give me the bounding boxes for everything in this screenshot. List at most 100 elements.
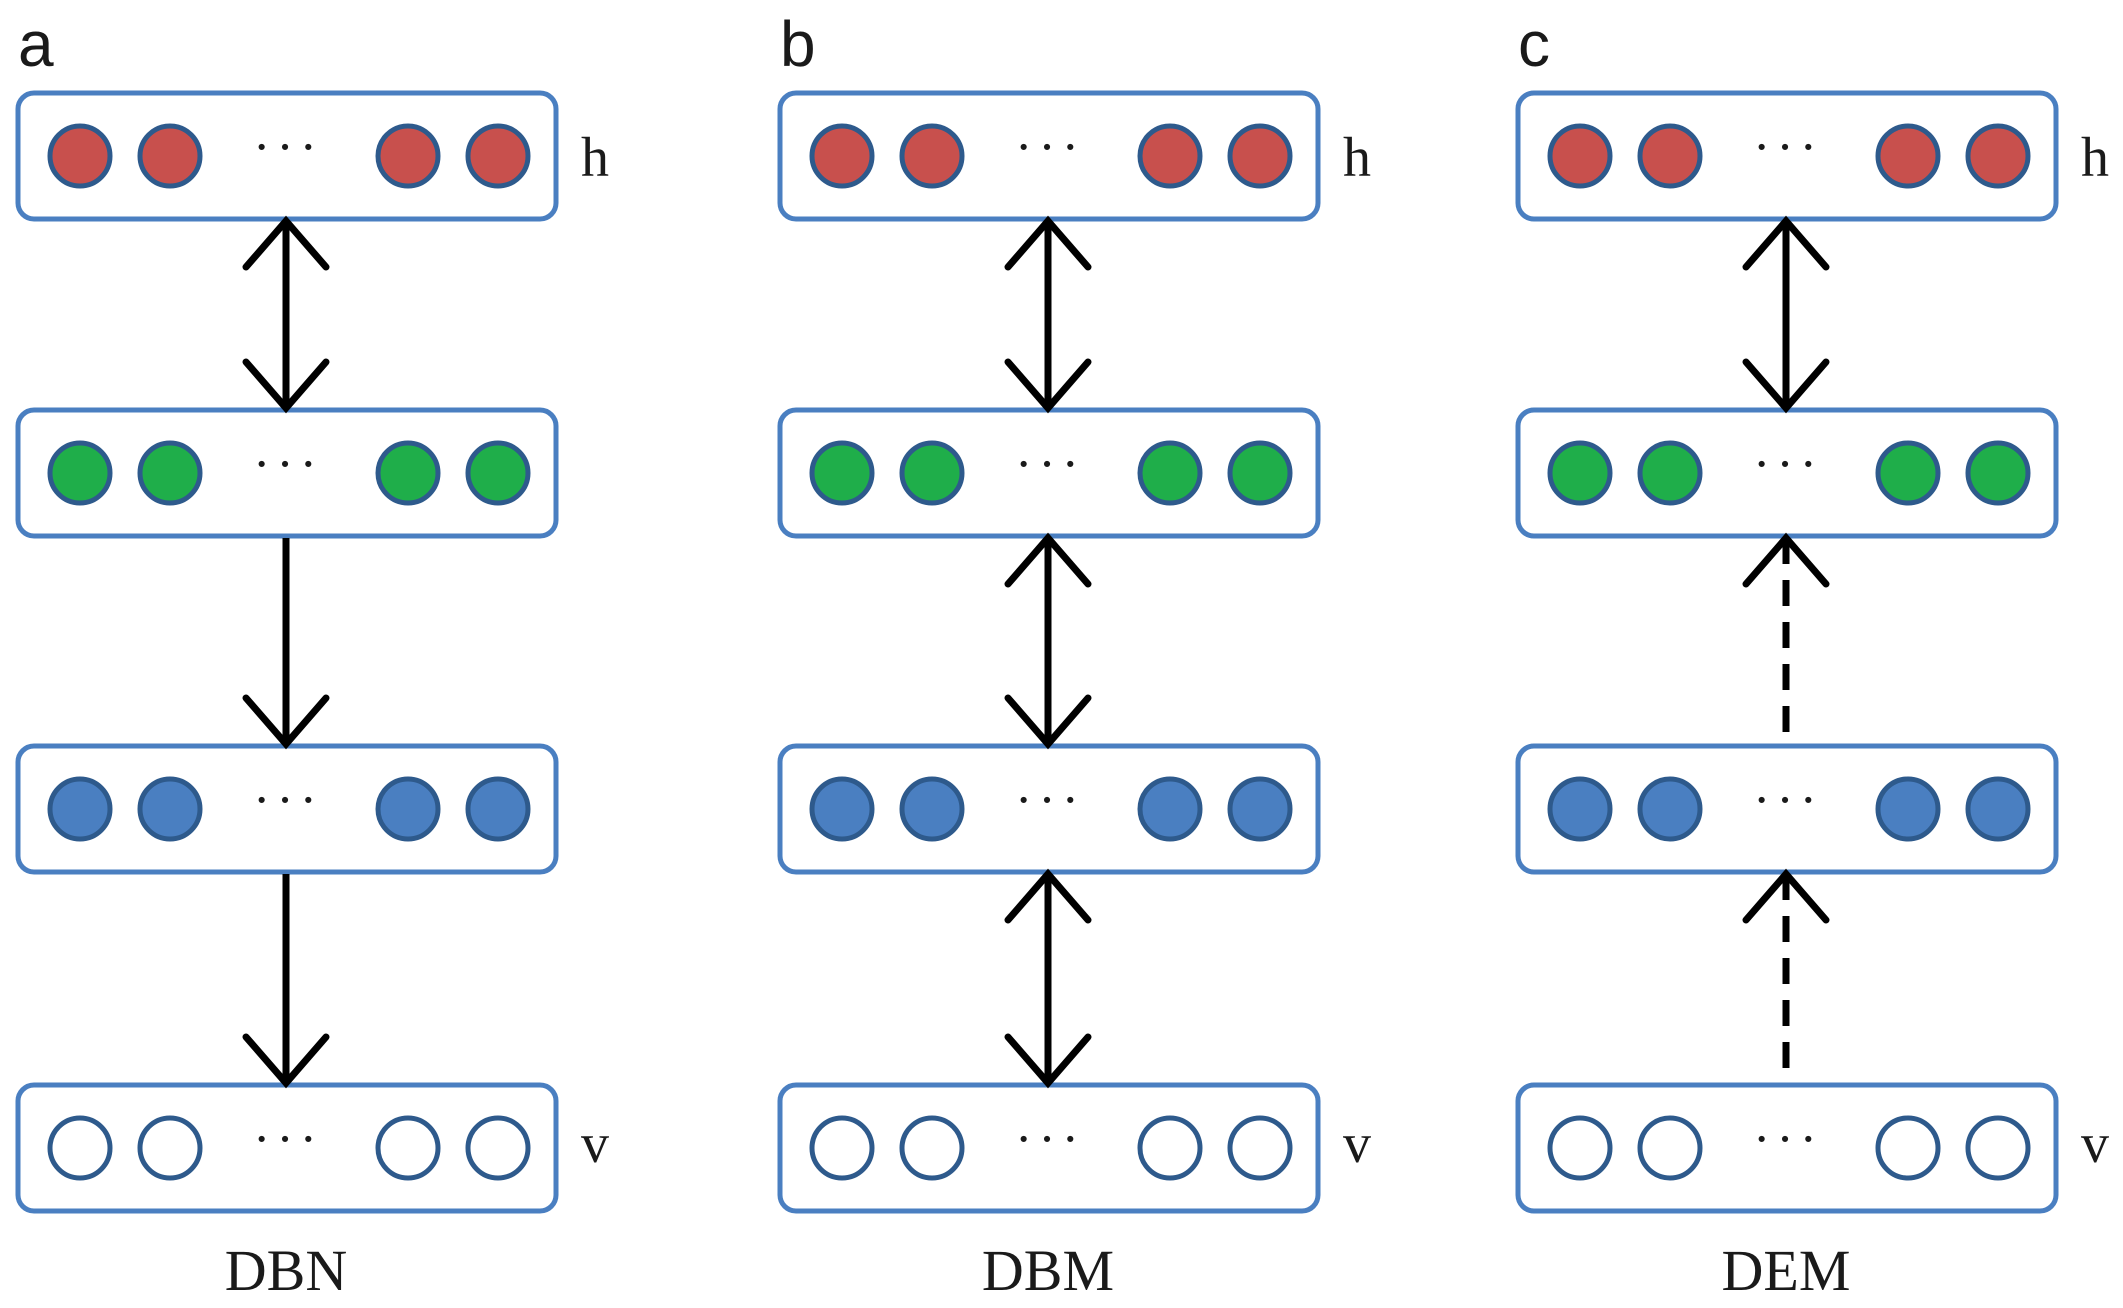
label-visible: v <box>2081 1113 2109 1175</box>
unit-node-3 <box>1137 123 1203 189</box>
hidden-layer-1: ··· <box>1515 743 2059 875</box>
unit-node-1 <box>47 440 113 506</box>
unit-node-3 <box>1875 123 1941 189</box>
unit-node-4 <box>1965 123 2031 189</box>
unit-node-2 <box>1637 776 1703 842</box>
unit-node-1 <box>809 123 875 189</box>
unit-node-2 <box>899 776 965 842</box>
ellipsis: ··· <box>253 1111 323 1168</box>
unit-node-4 <box>1965 776 2031 842</box>
unit-node-4 <box>1965 440 2031 506</box>
ellipsis: ··· <box>1753 436 1823 493</box>
unit-node-2 <box>137 440 203 506</box>
ellipsis: ··· <box>1015 436 1085 493</box>
arrow-head-down <box>242 694 330 750</box>
label-visible: v <box>581 1113 609 1175</box>
unit-node-2 <box>137 776 203 842</box>
unit-node-1 <box>1547 1115 1613 1181</box>
unit-node-1 <box>47 1115 113 1181</box>
unit-node-4 <box>1227 776 1293 842</box>
panel-letter: c <box>1518 8 1550 80</box>
unit-node-1 <box>1547 776 1613 842</box>
unit-node-2 <box>137 1115 203 1181</box>
unit-node-3 <box>1137 440 1203 506</box>
visible-layer: ··· <box>1515 1082 2059 1214</box>
unit-node-3 <box>1875 776 1941 842</box>
unit-node-4 <box>465 1115 531 1181</box>
arrow-head-up <box>1742 868 1830 924</box>
unit-node-3 <box>1875 1115 1941 1181</box>
hidden-layer-2: ··· <box>15 407 559 539</box>
arrow-head-up <box>1742 532 1830 588</box>
ellipsis: ··· <box>1753 119 1823 176</box>
unit-node-4 <box>465 776 531 842</box>
hidden-layer-top: ··· <box>1515 90 2059 222</box>
ellipsis: ··· <box>1015 119 1085 176</box>
hidden-layer-2: ··· <box>1515 407 2059 539</box>
panel-letter: b <box>780 8 816 80</box>
unit-node-4 <box>1227 123 1293 189</box>
unit-node-4 <box>465 123 531 189</box>
unit-node-1 <box>1547 123 1613 189</box>
unit-node-1 <box>47 776 113 842</box>
unit-node-2 <box>899 123 965 189</box>
connection-arrow-3 <box>242 874 330 1089</box>
unit-node-3 <box>1137 1115 1203 1181</box>
unit-node-2 <box>1637 440 1703 506</box>
visible-layer: ··· <box>15 1082 559 1214</box>
arrow-head-up <box>1742 215 1830 271</box>
arrow-head-down <box>242 1033 330 1089</box>
unit-node-3 <box>375 440 441 506</box>
visible-layer: ··· <box>777 1082 1321 1214</box>
panel-caption: DBM <box>982 1238 1114 1303</box>
ellipsis: ··· <box>1753 1111 1823 1168</box>
unit-node-3 <box>375 123 441 189</box>
panel-letter: a <box>18 8 54 80</box>
arrow-head-up <box>1004 868 1092 924</box>
unit-node-2 <box>137 123 203 189</box>
ellipsis: ··· <box>1015 1111 1085 1168</box>
connection-arrow-2 <box>1742 532 1830 744</box>
ellipsis: ··· <box>1753 772 1823 829</box>
unit-node-3 <box>375 1115 441 1181</box>
unit-node-1 <box>1547 440 1613 506</box>
connection-arrow-2 <box>242 538 330 750</box>
connection-arrow-2 <box>1004 532 1092 750</box>
unit-node-1 <box>47 123 113 189</box>
label-hidden: h <box>2081 127 2109 189</box>
arrow-head-down <box>1742 358 1830 414</box>
hidden-layer-top: ··· <box>15 90 559 222</box>
label-hidden: h <box>1343 127 1371 189</box>
arrow-head-up <box>242 215 330 271</box>
label-visible: v <box>1343 1113 1371 1175</box>
unit-node-1 <box>809 440 875 506</box>
unit-node-3 <box>1875 440 1941 506</box>
arrow-head-down <box>1004 694 1092 750</box>
hidden-layer-2: ··· <box>777 407 1321 539</box>
panel-caption: DBN <box>225 1238 347 1303</box>
arrow-head-down <box>242 358 330 414</box>
unit-node-4 <box>1227 440 1293 506</box>
arrow-head-down <box>1004 358 1092 414</box>
connection-arrow-1 <box>1004 215 1092 414</box>
unit-node-2 <box>899 440 965 506</box>
ellipsis: ··· <box>253 119 323 176</box>
connection-arrow-1 <box>1742 215 1830 414</box>
unit-node-2 <box>899 1115 965 1181</box>
connection-arrow-3 <box>1742 868 1830 1083</box>
unit-node-4 <box>465 440 531 506</box>
connection-arrow-1 <box>242 215 330 414</box>
arrow-head-down <box>1004 1033 1092 1089</box>
unit-node-3 <box>375 776 441 842</box>
unit-node-4 <box>1965 1115 2031 1181</box>
hidden-layer-1: ··· <box>777 743 1321 875</box>
panel-caption: DEM <box>1722 1238 1851 1303</box>
ellipsis: ··· <box>253 772 323 829</box>
unit-node-1 <box>809 1115 875 1181</box>
hidden-layer-1: ··· <box>15 743 559 875</box>
